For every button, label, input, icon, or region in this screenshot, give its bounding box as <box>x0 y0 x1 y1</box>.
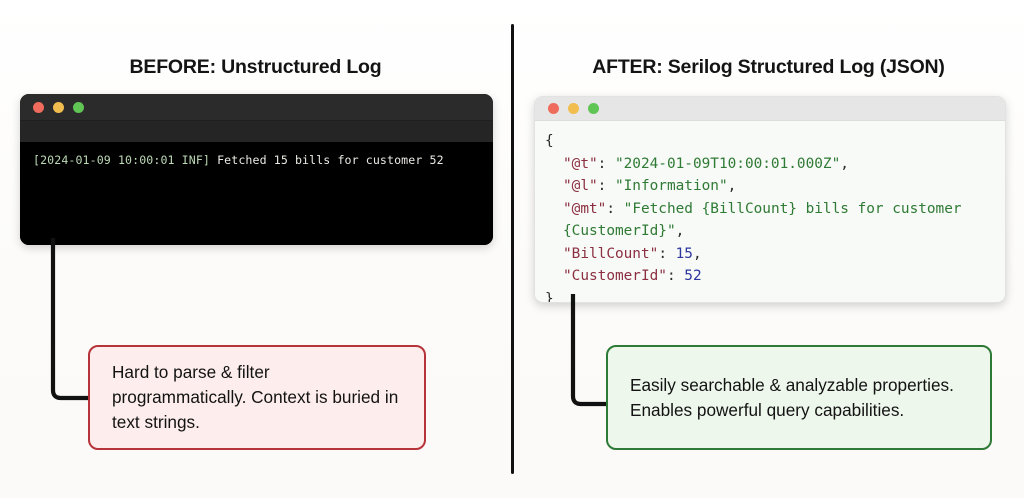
json-token-key: "@l" <box>563 178 598 194</box>
close-icon[interactable] <box>548 103 559 114</box>
after-panel-title: AFTER: Serilog Structured Log (JSON) <box>592 56 945 78</box>
terminal-log-message: Fetched 15 bills for customer 52 <box>210 153 444 167</box>
json-token-punct: { <box>545 133 554 149</box>
minimize-icon[interactable] <box>53 101 64 113</box>
json-token-punct: : <box>597 178 615 194</box>
json-line: "@t": "2024-01-09T10:00:01.000Z", <box>545 153 995 176</box>
terminal-log-meta: [2024-01-09 10:00:01 INF] <box>33 153 211 167</box>
json-line: "@mt": "Fetched {BillCount} bills for cu… <box>545 198 995 243</box>
json-content: {"@t": "2024-01-09T10:00:01.000Z","@l": … <box>535 121 1005 302</box>
terminal-tabstrip <box>20 121 493 142</box>
before-callout-text: Hard to parse & filter programmatically.… <box>112 362 399 432</box>
panel-divider <box>511 24 514 474</box>
json-token-punct: } <box>545 290 554 303</box>
json-token-punct: , <box>727 178 737 194</box>
json-token-key: "CustomerId" <box>563 268 667 284</box>
json-line: { <box>545 130 995 153</box>
json-token-key: "@t" <box>563 155 598 172</box>
json-titlebar <box>535 97 1005 121</box>
json-token-punct: , <box>675 223 685 239</box>
json-token-str: "2024-01-09T10:00:01.000Z" <box>614 155 841 172</box>
json-token-key: "BillCount" <box>563 245 659 262</box>
close-icon[interactable] <box>33 101 44 113</box>
after-callout-box: Easily searchable & analyzable propertie… <box>606 345 992 450</box>
json-token-punct: : <box>597 155 615 172</box>
maximize-icon[interactable] <box>588 103 599 114</box>
terminal-output: [2024-01-09 10:00:01 INF] Fetched 15 bil… <box>20 142 493 245</box>
json-token-punct: : <box>666 268 685 284</box>
json-token-punct: : <box>658 245 676 262</box>
json-line: "BillCount": 15, <box>545 243 995 266</box>
terminal-log-line: [2024-01-09 10:00:01 INF] Fetched 15 bil… <box>33 153 493 168</box>
json-token-punct: : <box>606 200 624 217</box>
terminal-window: [2024-01-09 10:00:01 INF] Fetched 15 bil… <box>20 94 493 245</box>
json-window: {"@t": "2024-01-09T10:00:01.000Z","@l": … <box>534 96 1006 303</box>
minimize-icon[interactable] <box>568 103 579 114</box>
json-token-num: 15 <box>675 245 693 262</box>
json-token-str: "Fetched {BillCount} bills for customer … <box>563 200 971 240</box>
json-token-punct: , <box>692 245 702 262</box>
json-token-str: "Information" <box>614 178 728 194</box>
json-token-punct: , <box>840 155 849 172</box>
terminal-titlebar <box>20 94 493 121</box>
json-line: } <box>545 288 995 303</box>
before-callout-box: Hard to parse & filter programmatically.… <box>88 345 426 450</box>
json-line: "CustomerId": 52 <box>545 265 995 288</box>
maximize-icon[interactable] <box>73 101 84 113</box>
json-token-num: 52 <box>684 268 702 284</box>
json-token-key: "@mt" <box>563 200 607 217</box>
before-panel-title: BEFORE: Unstructured Log <box>129 56 382 78</box>
json-line: "@l": "Information", <box>545 175 995 198</box>
after-callout-text: Easily searchable & analyzable propertie… <box>630 374 954 420</box>
